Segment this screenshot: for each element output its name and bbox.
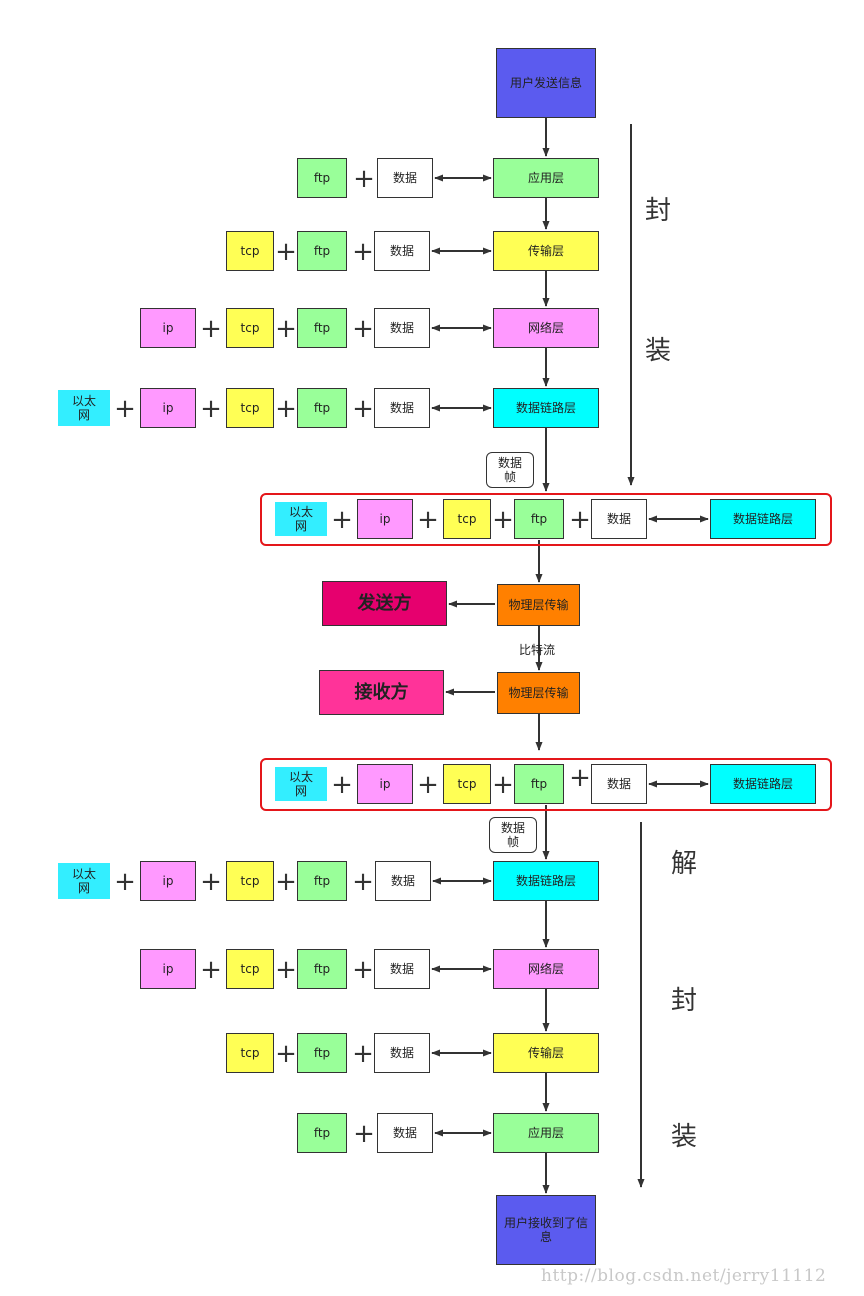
frame-box-receive — [260, 758, 832, 811]
tcp-block: tcp — [226, 388, 274, 428]
ftp-block: ftp — [297, 158, 347, 198]
datalink-layer-box: 数据链路层 — [710, 499, 816, 539]
plus-sign: + — [569, 763, 591, 793]
tcp-block: tcp — [226, 231, 274, 271]
plus-sign: + — [331, 770, 353, 800]
ftp-block: ftp — [514, 499, 564, 539]
plus-sign: + — [275, 314, 297, 344]
ip-block: ip — [357, 764, 413, 804]
bitstream-label: 比特流 — [519, 643, 556, 657]
plus-sign: + — [492, 505, 514, 535]
ftp-block: ftp — [297, 1113, 347, 1153]
tcp-block: tcp — [226, 1033, 274, 1073]
transport-layer-box: 传输层 — [493, 231, 599, 271]
encapsulation-char-1: 封 — [645, 196, 672, 226]
tcp-block: tcp — [226, 949, 274, 989]
plus-sign: + — [114, 867, 136, 897]
plus-sign: + — [569, 505, 591, 535]
data-block: 数据 — [591, 499, 647, 539]
data-block: 数据 — [374, 949, 430, 989]
tcp-block: tcp — [226, 308, 274, 348]
datalink-layer-box: 数据链路层 — [710, 764, 816, 804]
plus-sign: + — [200, 867, 222, 897]
application-layer-box: 应用层 — [493, 158, 599, 198]
plus-sign: + — [275, 867, 297, 897]
ftp-block: ftp — [297, 231, 347, 271]
plus-sign: + — [275, 1039, 297, 1069]
decapsulation-char-1: 解 — [671, 849, 698, 879]
ip-block: ip — [357, 499, 413, 539]
transport-layer-box: 传输层 — [493, 1033, 599, 1073]
ftp-block: ftp — [297, 388, 347, 428]
application-layer-box: 应用层 — [493, 1113, 599, 1153]
plus-sign: + — [275, 394, 297, 424]
ftp-block: ftp — [297, 949, 347, 989]
ip-block: ip — [140, 861, 196, 901]
ip-block: ip — [140, 949, 196, 989]
plus-sign: + — [200, 955, 222, 985]
plus-sign: + — [114, 394, 136, 424]
ethernet-block: 以太网 — [58, 863, 110, 899]
plus-sign: + — [353, 164, 375, 194]
ftp-block: ftp — [514, 764, 564, 804]
plus-sign: + — [352, 394, 374, 424]
receiver-box: 接收方 — [319, 670, 444, 715]
plus-sign: + — [417, 770, 439, 800]
encapsulation-char-2: 装 — [645, 336, 672, 366]
plus-sign: + — [275, 237, 297, 267]
ftp-block: ftp — [297, 308, 347, 348]
user-receive-box: 用户接收到了信息 — [496, 1195, 596, 1265]
plus-sign: + — [200, 314, 222, 344]
frame-label: 数据帧 — [486, 452, 534, 488]
network-layer-box: 网络层 — [493, 308, 599, 348]
decapsulation-char-2: 封 — [671, 986, 698, 1016]
user-send-box: 用户发送信息 — [496, 48, 596, 118]
tcp-block: tcp — [226, 861, 274, 901]
user-receive-label: 用户接收到了信息 — [504, 1216, 589, 1244]
plus-sign: + — [275, 955, 297, 985]
data-block: 数据 — [377, 1113, 433, 1153]
plus-sign: + — [352, 867, 374, 897]
physical-layer-box-send: 物理层传输 — [497, 584, 580, 626]
plus-sign: + — [331, 505, 353, 535]
tcp-block: tcp — [443, 499, 491, 539]
data-block: 数据 — [374, 308, 430, 348]
ftp-block: ftp — [297, 1033, 347, 1073]
watermark: http://blog.csdn.net/jerry11112 — [541, 1266, 827, 1286]
ip-block: ip — [140, 308, 196, 348]
ethernet-block: 以太网 — [275, 502, 327, 536]
sender-box: 发送方 — [322, 581, 447, 626]
plus-sign: + — [492, 770, 514, 800]
plus-sign: + — [352, 237, 374, 267]
frame-box-send — [260, 493, 832, 546]
ethernet-block: 以太网 — [58, 390, 110, 426]
tcp-block: tcp — [443, 764, 491, 804]
ip-block: ip — [140, 388, 196, 428]
plus-sign: + — [352, 955, 374, 985]
plus-sign: + — [353, 1119, 375, 1149]
plus-sign: + — [352, 1039, 374, 1069]
data-block: 数据 — [377, 158, 433, 198]
plus-sign: + — [417, 505, 439, 535]
data-block: 数据 — [591, 764, 647, 804]
ethernet-block: 以太网 — [275, 767, 327, 801]
data-block: 数据 — [374, 388, 430, 428]
physical-layer-box-receive: 物理层传输 — [497, 672, 580, 714]
plus-sign: + — [200, 394, 222, 424]
data-block: 数据 — [374, 1033, 430, 1073]
network-layer-box: 网络层 — [493, 949, 599, 989]
decapsulation-char-3: 装 — [671, 1122, 698, 1152]
frame-label: 数据帧 — [489, 817, 537, 853]
user-send-label: 用户发送信息 — [509, 76, 582, 90]
plus-sign: + — [352, 314, 374, 344]
ftp-block: ftp — [297, 861, 347, 901]
data-block: 数据 — [375, 861, 431, 901]
datalink-layer-box: 数据链路层 — [493, 388, 599, 428]
datalink-layer-box: 数据链路层 — [493, 861, 599, 901]
data-block: 数据 — [374, 231, 430, 271]
